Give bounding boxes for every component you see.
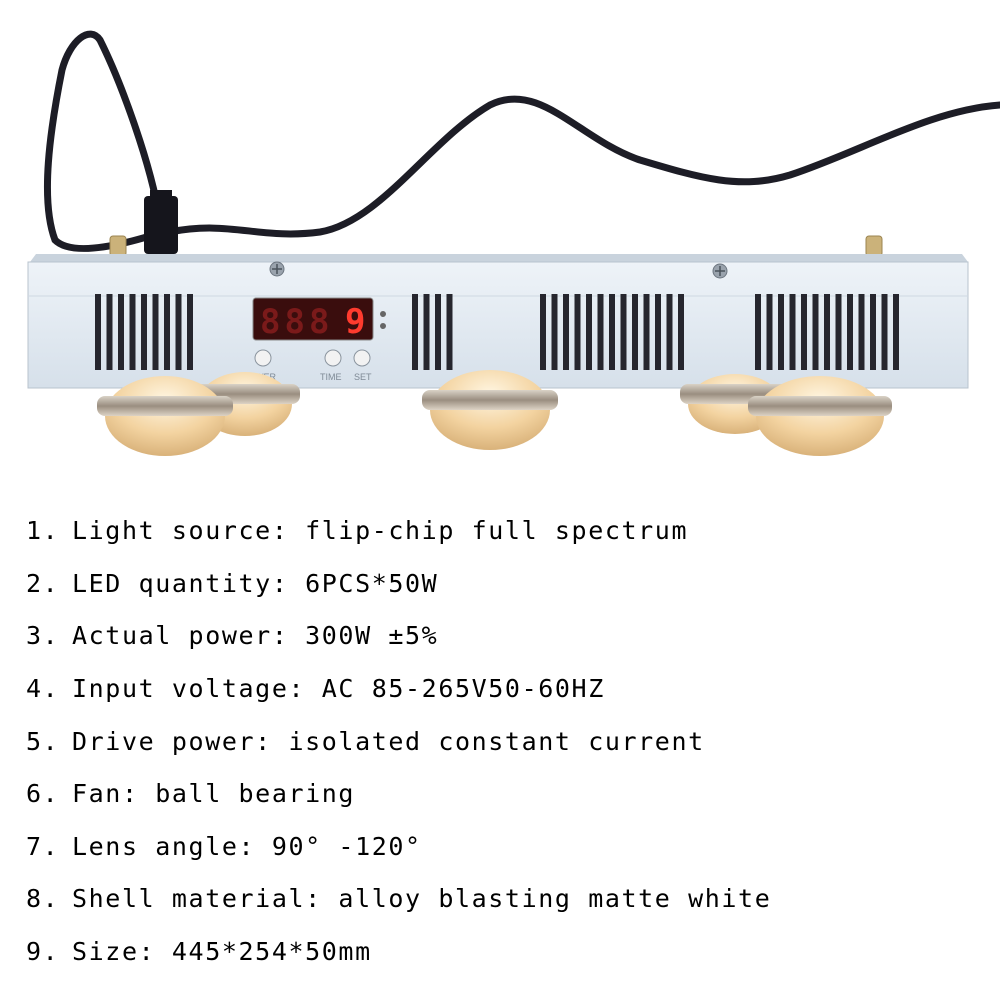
vent-slot [175, 294, 182, 370]
hanging-bracket-right [865, 235, 883, 257]
vent-slot [655, 294, 661, 370]
power-cable [43, 30, 164, 252]
vent-slot [755, 294, 761, 370]
svg-text:9: 9 [345, 302, 365, 342]
vent-slot [129, 294, 136, 370]
led-lenses [97, 370, 892, 456]
lens-ring [748, 396, 892, 416]
vent-slot [446, 294, 453, 370]
vent-slot [801, 294, 807, 370]
led-grow-light-image: 888 9 POWER TIME SET [27, 30, 1000, 456]
vent-slot [893, 294, 899, 370]
vent-slot [778, 294, 784, 370]
spec-item-4: 4.Input voltage: AC 85-265V50-60HZ [26, 674, 605, 703]
vent-slot [152, 294, 159, 370]
spec-item-1: 1.Light source: flip-chip full spectrum [26, 516, 689, 545]
spec-item-9: 9.Size: 445*254*50mm [26, 937, 372, 966]
vent-slot [835, 294, 842, 370]
vent-slot [609, 294, 615, 370]
vent-slot [766, 294, 773, 370]
vent-slot [666, 294, 673, 370]
vent-slot [187, 294, 193, 370]
light-shell [27, 261, 969, 389]
vent-slot [164, 294, 170, 370]
screw-icon [269, 261, 285, 277]
product-photo: 888 9 POWER TIME SET [0, 0, 1000, 470]
spec-item-6: 6.Fan: ball bearing [26, 779, 356, 808]
vent-slot [141, 294, 147, 370]
vent-slot [95, 294, 101, 370]
vent-slots [95, 294, 899, 370]
svg-text:SET: SET [354, 372, 372, 382]
lens-ring [97, 396, 233, 416]
vent-slot [789, 294, 796, 370]
spec-item-7: 7.Lens angle: 90° -120° [26, 832, 422, 861]
vent-slot [632, 294, 638, 370]
hanging-bracket-left [109, 235, 127, 257]
indicator-led [380, 323, 386, 329]
timer-digits: 888 [260, 302, 333, 342]
timer-display [252, 297, 374, 341]
vent-slot [540, 294, 546, 370]
vent-slot [824, 294, 830, 370]
vent-slot [881, 294, 888, 370]
power-cable-long [166, 95, 1000, 238]
vent-slot [563, 294, 569, 370]
indicator-led [380, 311, 386, 317]
vent-slot [574, 294, 581, 370]
vent-slot [620, 294, 627, 370]
power-plug [144, 196, 178, 254]
vent-slot [870, 294, 876, 370]
spec-item-5: 5.Drive power: isolated constant current [26, 727, 705, 756]
time-button[interactable]: TIME [320, 349, 342, 382]
vent-slot [812, 294, 819, 370]
spec-item-3: 3.Actual power: 300W ±5% [26, 621, 439, 650]
vent-slot [858, 294, 865, 370]
svg-text:TIME: TIME [320, 372, 342, 382]
vent-slot [423, 294, 430, 370]
vent-slot [551, 294, 558, 370]
vent-slot [118, 294, 124, 370]
vent-slot [435, 294, 441, 370]
vent-slot [106, 294, 113, 370]
vent-slot [847, 294, 853, 370]
set-button[interactable]: SET [353, 349, 372, 382]
vent-slot [597, 294, 604, 370]
vent-slot [412, 294, 418, 370]
spec-item-2: 2.LED quantity: 6PCS*50W [26, 569, 439, 598]
lens-ring [422, 390, 558, 410]
vent-slot [643, 294, 650, 370]
vent-slot [586, 294, 592, 370]
spec-item-8: 8.Shell material: alloy blasting matte w… [26, 884, 772, 913]
screw-icon [712, 263, 728, 279]
vent-slot [678, 294, 684, 370]
